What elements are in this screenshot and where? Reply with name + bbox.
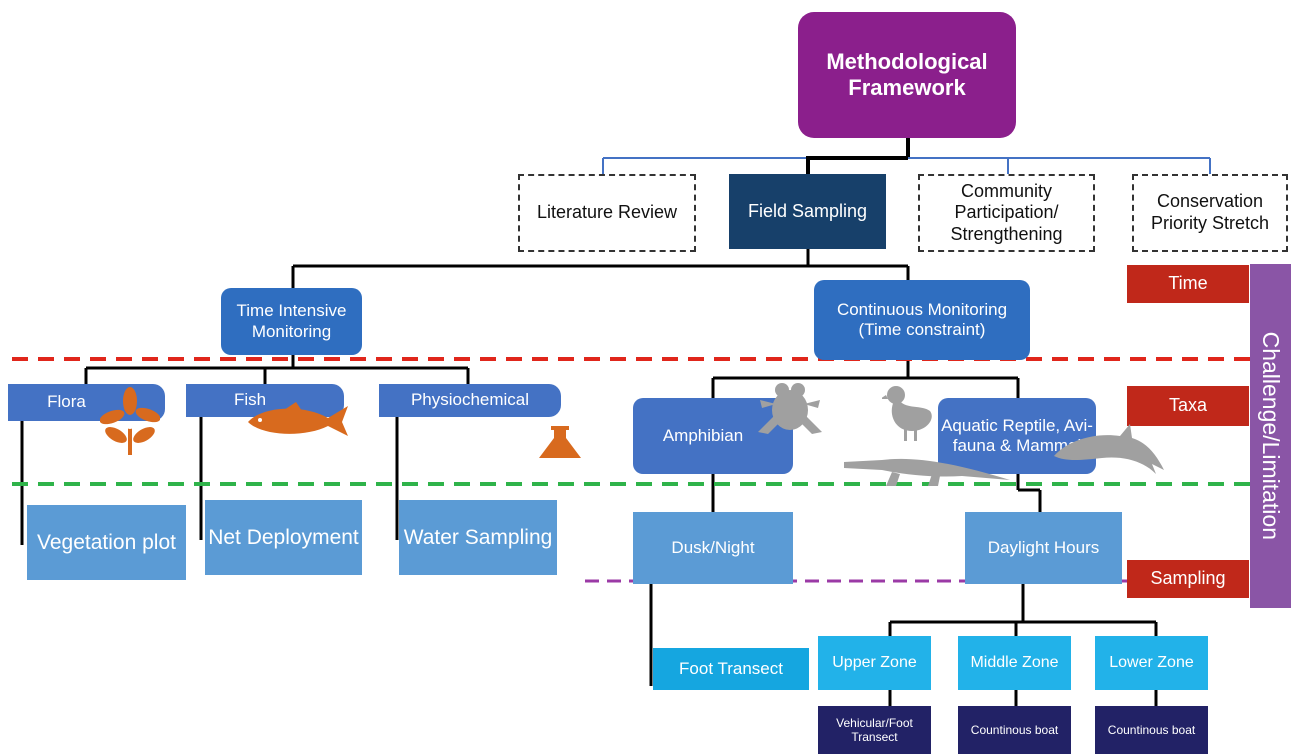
flora-label: Flora — [47, 392, 86, 412]
challenge-limitation-label: Challenge/Limitation — [1258, 331, 1285, 541]
dolphin-icon — [1054, 424, 1164, 474]
fish-label: Fish — [233, 390, 267, 410]
conservation-priority-label: Conservation Priority Stretch — [1150, 191, 1270, 233]
community-participation-node: Community Participation/ Strengthening — [918, 174, 1095, 252]
challenge-limitation-bar: Challenge/Limitation — [1250, 264, 1291, 608]
lower-zone-method-node: Countinous boat — [1095, 706, 1208, 754]
frog-icon — [758, 383, 822, 434]
upper-zone-node: Upper Zone — [818, 636, 931, 690]
middle-zone-method-node: Countinous boat — [958, 706, 1071, 754]
dusk-night-label: Dusk/Night — [671, 537, 755, 557]
upper-zone-method-node: Vehicular/Foot Transect — [818, 706, 931, 754]
reptile-avifauna-mammal-label: Aquatic Reptile, Avi-fauna & Mammal — [941, 415, 1093, 455]
foot-transect-node: Foot Transect — [653, 648, 809, 690]
reptile-avifauna-mammal-node: Aquatic Reptile, Avi-fauna & Mammal — [938, 398, 1096, 474]
time-challenge: Time — [1127, 265, 1249, 303]
foot-transect-label: Foot Transect — [679, 658, 783, 678]
root-node: Methodological Framework — [798, 12, 1016, 138]
time-intensive-node: Time Intensive Monitoring — [221, 288, 362, 355]
fish-icon — [248, 402, 348, 436]
middle-zone-label: Middle Zone — [970, 654, 1059, 672]
community-participation-label: Community Participation/ Strengthening — [950, 180, 1063, 244]
daylight-hours-label: Daylight Hours — [987, 537, 1100, 557]
taxa-challenge-label: Taxa — [1168, 395, 1208, 416]
field-sampling-label: Field Sampling — [747, 200, 868, 221]
water-sampling-label: Water Sampling — [403, 525, 553, 549]
literature-review-node: Literature Review — [518, 174, 696, 252]
amphibian-label: Amphibian — [662, 425, 744, 445]
lower-zone-label: Lower Zone — [1109, 654, 1194, 672]
middle-zone-node: Middle Zone — [958, 636, 1071, 690]
net-deployment-node: Net Deployment — [205, 500, 362, 575]
fish-node: Fish — [186, 384, 344, 417]
conservation-priority-node: Conservation Priority Stretch — [1132, 174, 1288, 252]
time-challenge-label: Time — [1168, 273, 1208, 294]
lower-zone-node: Lower Zone — [1095, 636, 1208, 690]
lower-zone-method-label: Countinous boat — [1107, 722, 1196, 737]
time-intensive-label: Time Intensive Monitoring — [236, 301, 347, 341]
middle-zone-method-label: Countinous boat — [970, 722, 1059, 737]
physiochemical-label: Physiochemical — [410, 390, 530, 410]
root-label: Methodological Framework — [826, 48, 988, 100]
water-sampling-node: Water Sampling — [399, 500, 557, 575]
taxa-challenge: Taxa — [1127, 386, 1249, 426]
flask-icon — [539, 426, 581, 458]
dusk-night-node: Dusk/Night — [633, 512, 793, 584]
vegetation-plot-label: Vegetation plot — [37, 530, 176, 554]
upper-zone-label: Upper Zone — [832, 654, 917, 672]
field-sampling-node: Field Sampling — [729, 174, 886, 249]
amphibian-node: Amphibian — [633, 398, 793, 474]
sampling-challenge: Sampling — [1127, 560, 1249, 598]
upper-zone-method-label: Vehicular/Foot Transect — [836, 715, 913, 744]
continuous-monitoring-node: Continuous Monitoring (Time constraint) — [814, 280, 1030, 360]
physiochemical-node: Physiochemical — [379, 384, 561, 417]
flower-icon — [100, 387, 160, 455]
crocodile-icon — [844, 458, 1010, 486]
continuous-monitoring-label: Continuous Monitoring (Time constraint) — [836, 299, 1008, 339]
vegetation-plot-node: Vegetation plot — [27, 505, 186, 580]
literature-review-label: Literature Review — [536, 202, 678, 223]
duck-icon — [882, 386, 932, 441]
net-deployment-label: Net Deployment — [208, 525, 359, 549]
daylight-hours-node: Daylight Hours — [965, 512, 1122, 584]
sampling-challenge-label: Sampling — [1150, 568, 1226, 589]
